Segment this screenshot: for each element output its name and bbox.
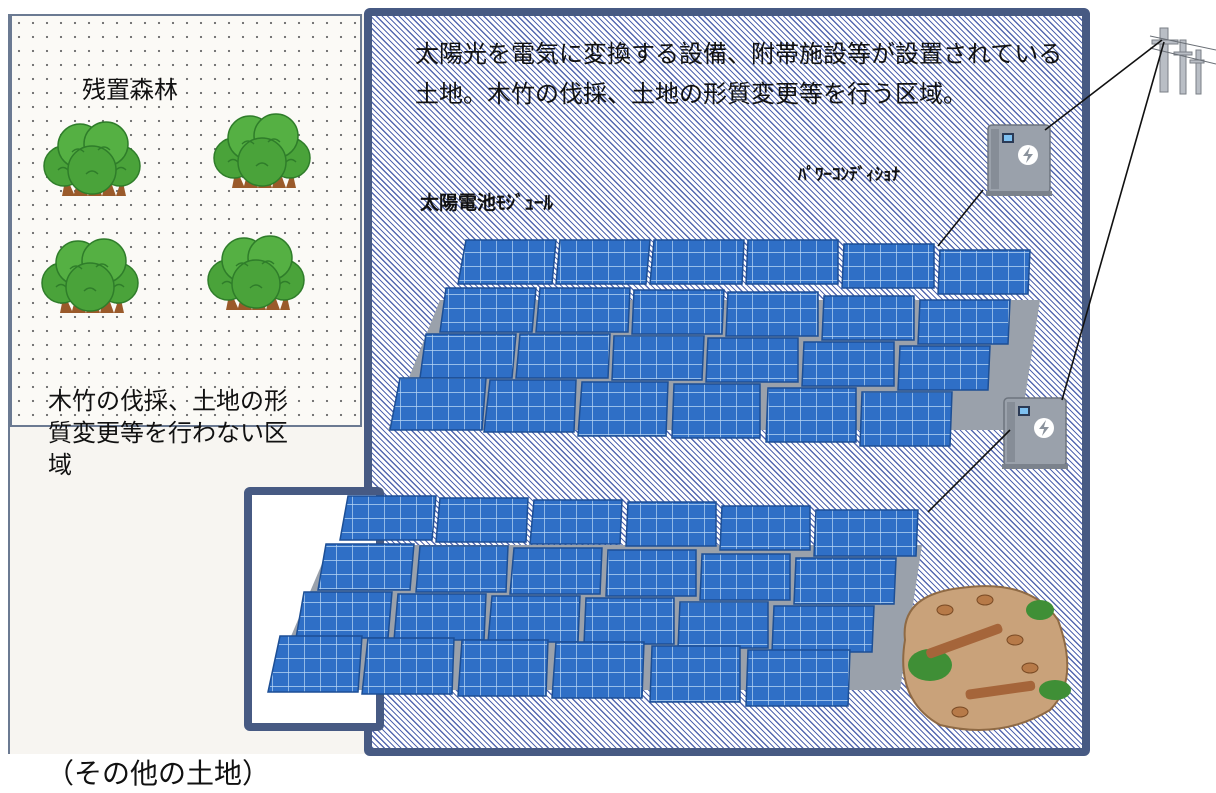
tree-icon	[43, 121, 141, 197]
tree-icon	[41, 238, 139, 314]
power-conditioner-icon	[985, 124, 1053, 197]
forest-description: 木竹の伐採、土地の形質変更等を行わない区域	[48, 387, 288, 479]
leader-lines	[927, 39, 1165, 513]
solar-panel-icon	[388, 239, 1040, 447]
power-conditioner-label: ﾊﾟﾜｰｺﾝﾃﾞｨｼｮﾅ	[798, 165, 900, 185]
power-conditioner-icon	[1001, 397, 1069, 470]
utility-pole-icon	[1149, 27, 1216, 95]
solar-panel-icon	[267, 495, 922, 707]
remaining-forest-zone	[10, 14, 362, 427]
forest-title: 残置森林	[82, 76, 178, 104]
facility-description: 太陽光を電気に変換する設備、附帯施設等が設置されている土地。木竹の伐採、土地の形…	[415, 40, 1063, 108]
cleared-land-icon	[902, 585, 1071, 731]
tree-icon	[213, 113, 311, 189]
tree-icon	[207, 235, 305, 311]
solar-module-label: 太陽電池ﾓｼﾞｭｰﾙ	[420, 192, 554, 214]
other-land-label: （その他の土地）	[46, 757, 271, 790]
